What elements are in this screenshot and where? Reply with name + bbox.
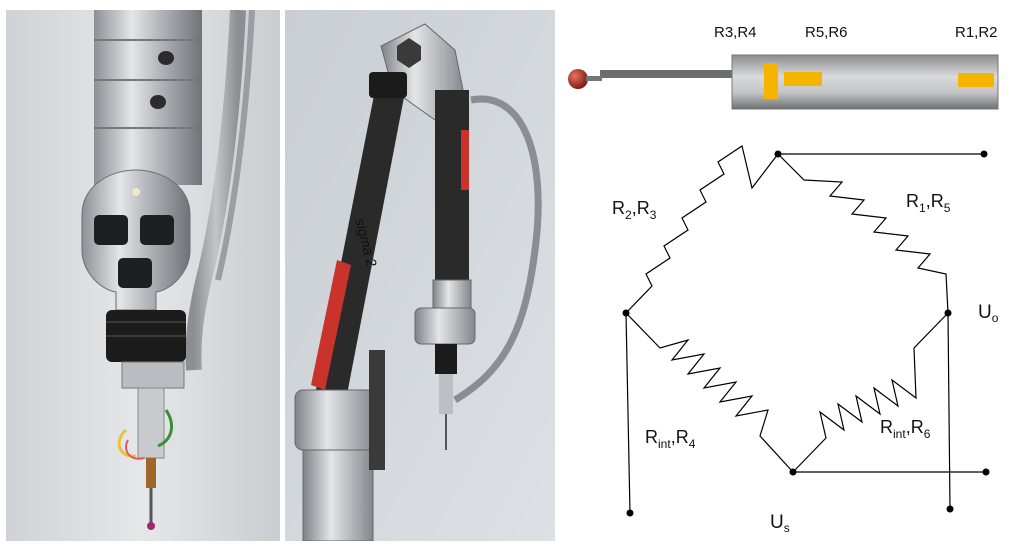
- screw-hole: [158, 51, 174, 65]
- label-upper-left-resistors: R2,R3: [612, 198, 657, 222]
- stylus-ball: [147, 522, 155, 530]
- wire: [157, 409, 174, 448]
- probe-head-housing: [81, 169, 191, 311]
- bridge-wiring: [625, 145, 986, 514]
- button-bottom: [118, 258, 152, 288]
- gauge-r1-r2: [958, 73, 994, 87]
- mount-block: [121, 361, 185, 389]
- probe-head: [414, 307, 476, 345]
- node-top: [774, 150, 782, 158]
- measuring-arm-photo: sigma 2: [285, 10, 555, 541]
- arm-red-accent: [461, 130, 469, 190]
- arm-grip-ring: [369, 72, 407, 98]
- label-r3-r4: R3,R4: [714, 24, 757, 41]
- wire-right-down: [947, 312, 951, 510]
- probe-head-photo: [6, 10, 280, 541]
- probe-ring: [435, 344, 457, 374]
- label-output-voltage: Uo: [978, 302, 999, 325]
- node-bottom: [789, 468, 797, 476]
- arm-red-stripe: [311, 260, 351, 390]
- node-right-terminal: [946, 505, 954, 513]
- wire-left-down: [625, 312, 631, 514]
- resistor-upper-left: [625, 145, 779, 314]
- button-right: [140, 215, 174, 245]
- probe-body: [137, 387, 165, 459]
- base-column: [302, 449, 374, 541]
- stylus-shaft: [600, 70, 732, 78]
- base-support-rod: [369, 350, 385, 470]
- arm-column: [94, 10, 202, 185]
- strain-gauge-diagram: R3,R4 R5,R6 R1,R2 R2,R3 R1,: [568, 24, 999, 535]
- node-left-terminal: [626, 509, 634, 517]
- label-upper-right-resistors: R1,R5: [906, 191, 951, 215]
- label-lower-right-resistors: Rint,R6: [880, 417, 931, 441]
- gauge-r5-r6: [784, 72, 822, 86]
- probe-schematic: R3,R4 R5,R6 R1,R2: [568, 24, 999, 110]
- label-r5-r6: R5,R6: [805, 24, 848, 41]
- screw-hole: [150, 95, 166, 109]
- wire: [125, 439, 145, 460]
- wire: [117, 428, 137, 458]
- stylus-ball: [568, 69, 588, 89]
- label-r1-r2: R1,R2: [955, 24, 998, 41]
- measuring-arm-illustration: sigma 2: [285, 10, 555, 541]
- node-right: [944, 309, 952, 317]
- indicator-led: [132, 188, 140, 196]
- bridge-nodes: [622, 150, 990, 517]
- node-left: [622, 309, 630, 317]
- probe-body: [439, 374, 453, 414]
- base-joint: [294, 389, 376, 451]
- arm-cable: [453, 95, 542, 404]
- probe-head-illustration: [6, 10, 280, 541]
- wrist-joint: [432, 279, 472, 311]
- probe-tip-base: [146, 458, 156, 488]
- gauge-r3-r4: [764, 63, 778, 99]
- resistor-upper-right: [777, 153, 949, 314]
- stylus-neck: [586, 76, 602, 81]
- node-bottom-terminal: [982, 468, 990, 476]
- label-supply-voltage: Us: [770, 512, 790, 535]
- top-joint-cap: [397, 38, 421, 68]
- cable-bundle: [185, 10, 246, 371]
- label-lower-left-resistors: Rint,R4: [645, 427, 696, 451]
- cable: [215, 10, 255, 281]
- button-left: [94, 215, 128, 245]
- node-top-terminal: [980, 150, 988, 158]
- resistor-lower-right: [792, 312, 949, 473]
- resistor-lower-left: [625, 312, 794, 473]
